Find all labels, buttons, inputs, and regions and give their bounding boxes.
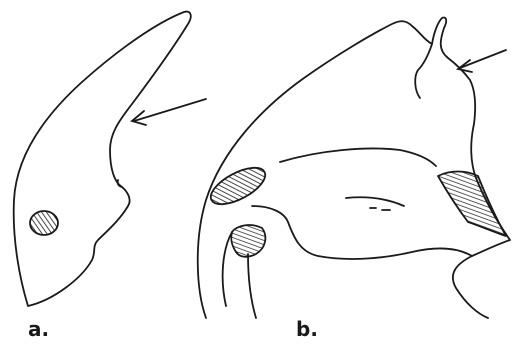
appendage-b-fold-dash xyxy=(370,208,390,210)
panel-b-drawing xyxy=(198,17,510,318)
appendage-b-lower-edge xyxy=(252,206,472,259)
appendage-b-fold-upper xyxy=(280,149,436,167)
pointer-arrow-b xyxy=(458,50,506,72)
appendage-b-fold-mid xyxy=(346,197,404,206)
appendage-b-hatched-knob xyxy=(231,225,265,257)
appendage-a-inner-ridge xyxy=(118,180,122,187)
panel-label-a: a. xyxy=(28,319,49,339)
panel-label-b: b. xyxy=(296,319,318,339)
appendage-b-hatched-band xyxy=(438,172,506,237)
appendage-a-outline xyxy=(14,12,191,306)
appendage-b-spot xyxy=(205,160,270,211)
appendage-b-outline xyxy=(198,17,510,318)
appendage-a-spot xyxy=(30,211,58,235)
appendage-b-stem xyxy=(223,232,232,306)
pointer-arrow-a xyxy=(132,99,206,125)
panel-a-drawing xyxy=(14,12,191,306)
appendage-b-hook-inner xyxy=(415,44,432,98)
appendage-b-stem-right xyxy=(248,254,256,318)
